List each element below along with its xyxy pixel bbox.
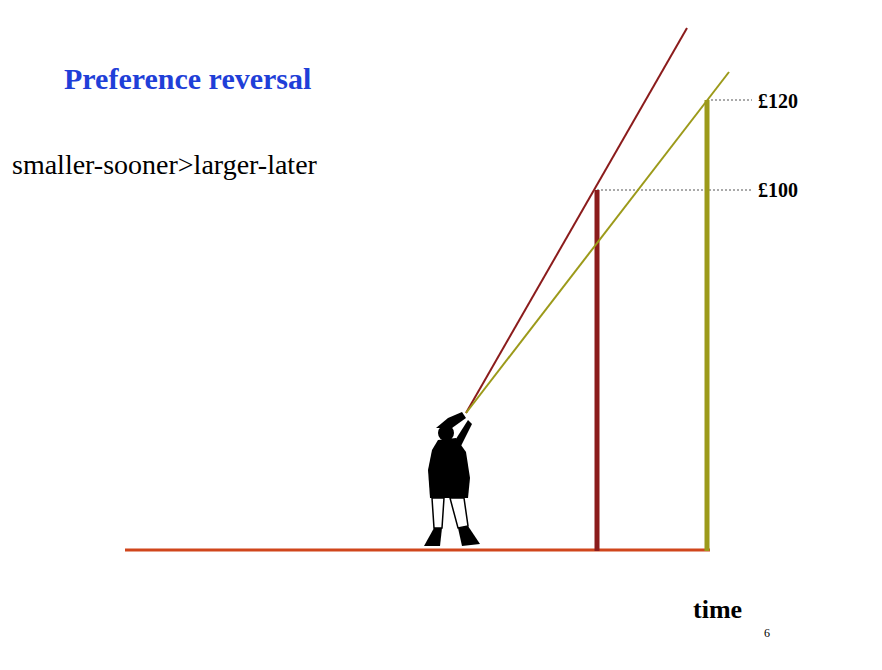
level-line — [597, 190, 752, 191]
time-axis — [125, 549, 710, 552]
page-number: 6 — [764, 627, 770, 640]
level-line — [707, 100, 752, 101]
sight-line — [466, 72, 729, 413]
axis-label: time — [693, 596, 742, 625]
slide-title: Preference reversal — [64, 62, 311, 95]
amount-label: £120 — [758, 90, 798, 112]
sight-line — [466, 28, 687, 413]
person-figure — [424, 412, 480, 546]
note-text: smaller-sooner>larger-later — [12, 150, 317, 181]
larger-later-bar — [705, 100, 710, 551]
amount-label: £100 — [758, 179, 798, 201]
